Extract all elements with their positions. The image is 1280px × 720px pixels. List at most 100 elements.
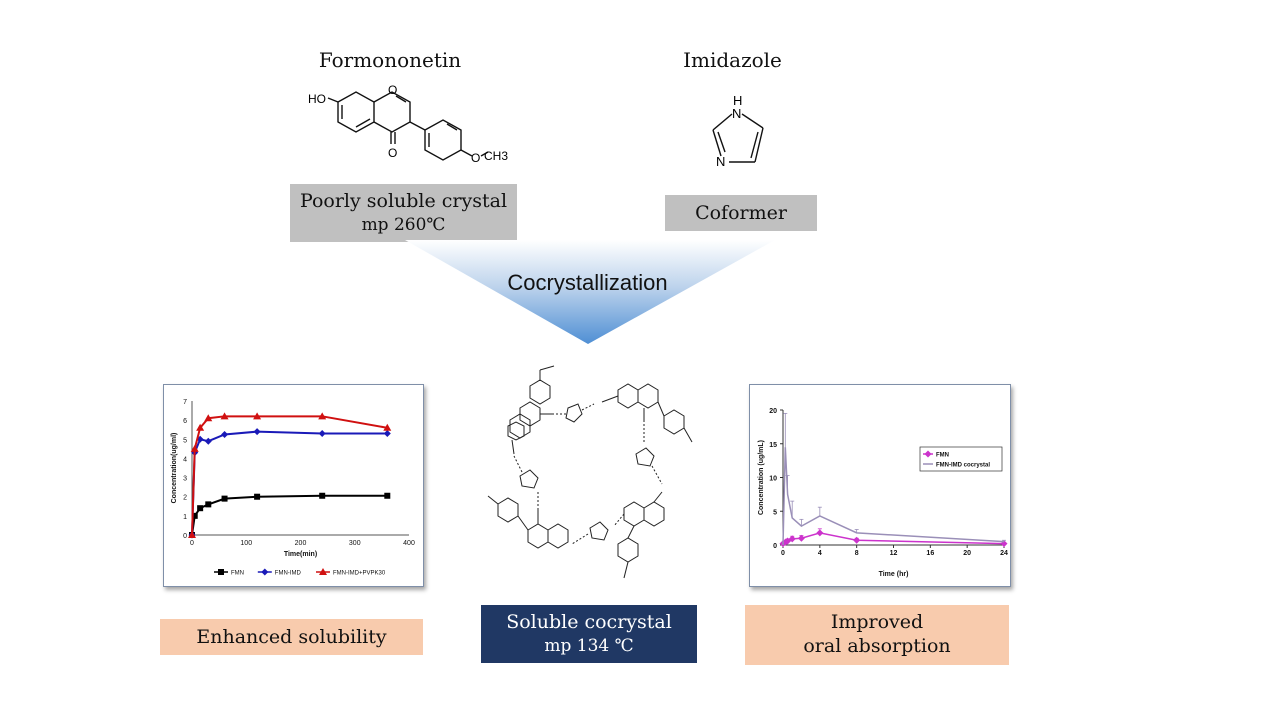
legend-marker — [261, 568, 269, 576]
imidazole-n1-label: N — [732, 106, 741, 121]
data-point — [204, 437, 212, 445]
data-point — [254, 493, 261, 500]
cocrystallization-label: Cocrystallization — [507, 270, 668, 295]
y-tick-label: 0 — [183, 533, 187, 540]
improved-label: Improved — [830, 611, 924, 633]
imidazole-structure: H N N — [712, 93, 764, 169]
data-point — [383, 423, 392, 431]
x-tick-label: 4 — [818, 550, 822, 557]
y-axis-label: Concentration (ug/mL) — [758, 440, 765, 515]
melting-point-134: mp 134 ℃ — [544, 636, 634, 656]
data-point — [784, 537, 792, 545]
data-point — [384, 492, 391, 499]
y-tick-label: 15 — [769, 442, 777, 449]
series-line — [191, 430, 388, 536]
data-point — [319, 492, 326, 499]
coformer-label: Coformer — [695, 202, 787, 224]
imidazole-n3-label: N — [716, 154, 725, 169]
legend-label: FMN-IMD — [275, 571, 302, 577]
legend-label: FMN — [231, 571, 244, 577]
data-point — [221, 431, 229, 438]
x-axis-label: Time(min) — [284, 551, 317, 558]
series-line — [191, 415, 388, 536]
y-tick-label: 3 — [183, 476, 187, 483]
data-point — [788, 535, 796, 543]
oral-absorption-label: oral absorption — [803, 635, 951, 657]
y-tick-label: 7 — [183, 399, 187, 406]
coformer-box: Coformer — [665, 195, 817, 231]
y-tick-label: 6 — [183, 418, 187, 425]
data-point — [196, 435, 204, 443]
x-tick-label: 0 — [781, 550, 785, 557]
x-tick-label: 200 — [295, 540, 307, 547]
ring-oxygen-label: O — [388, 83, 397, 97]
keto-oxygen-label: O — [388, 146, 397, 160]
data-point — [190, 444, 199, 452]
data-point — [205, 501, 212, 508]
methyl-label: CH3 — [484, 149, 508, 163]
formononetin-structure: HO O O O CH3 — [308, 83, 508, 165]
cocrystallization-funnel — [405, 240, 775, 344]
x-tick-label: 20 — [963, 550, 971, 557]
legend-label: FMN — [936, 453, 949, 459]
x-tick-label: 300 — [349, 540, 361, 547]
data-point — [318, 412, 327, 420]
legend-marker — [218, 569, 224, 575]
y-tick-label: 5 — [773, 509, 777, 516]
x-axis-label: Time (hr) — [879, 571, 909, 578]
x-tick-label: 12 — [890, 550, 898, 557]
y-tick-label: 2 — [183, 495, 187, 502]
enhanced-solubility-box: Enhanced solubility — [160, 619, 423, 655]
enhanced-solubility-label: Enhanced solubility — [196, 626, 387, 648]
data-point — [797, 534, 805, 542]
y-tick-label: 10 — [769, 476, 777, 483]
y-tick-label: 4 — [183, 456, 187, 463]
data-point — [253, 412, 262, 420]
y-tick-label: 1 — [183, 514, 187, 521]
legend-marker — [319, 568, 327, 575]
formononetin-title: Formononetin — [318, 48, 462, 72]
legend-box — [919, 446, 1003, 472]
x-tick-label: 0 — [190, 540, 194, 547]
data-point — [853, 536, 861, 544]
y-axis-label: Concentration(ug/ml) — [171, 433, 178, 504]
data-point — [383, 430, 391, 438]
poorly-soluble-box: Poorly soluble crystal mp 260℃ — [290, 184, 517, 242]
x-tick-label: 16 — [926, 550, 934, 557]
ho-label: HO — [308, 92, 326, 106]
data-point — [188, 531, 196, 538]
x-tick-label: 8 — [855, 550, 859, 557]
x-tick-label: 100 — [240, 540, 252, 547]
data-point — [196, 423, 205, 431]
series-line — [191, 494, 388, 536]
cocrystal-structure — [487, 365, 693, 579]
y-tick-label: 20 — [769, 408, 777, 415]
data-point — [221, 495, 228, 502]
imidazole-h-label: H — [733, 93, 742, 108]
soluble-cocrystal-label: Soluble cocrystal — [506, 611, 672, 633]
soluble-cocrystal-box: Soluble cocrystal mp 134 ℃ — [481, 605, 697, 663]
legend-label: FMN-IMD cocrystal — [936, 463, 990, 469]
data-point — [220, 412, 229, 420]
imidazole-title: Imidazole — [683, 48, 782, 72]
methoxy-oxygen-label: O — [471, 151, 480, 165]
x-tick-label: 24 — [1000, 550, 1008, 557]
poorly-soluble-label: Poorly soluble crystal — [299, 190, 508, 212]
x-tick-label: 400 — [403, 540, 415, 547]
data-point — [253, 428, 261, 436]
legend-marker — [924, 450, 932, 458]
legend-label: FMN-IMD+PVPK30 — [333, 571, 386, 577]
data-point — [318, 430, 326, 438]
data-point — [191, 512, 198, 519]
data-point — [197, 505, 204, 512]
melting-point-260: mp 260℃ — [361, 215, 446, 235]
y-tick-label: 0 — [773, 543, 777, 550]
series-line — [782, 447, 1005, 546]
data-point — [816, 529, 824, 537]
y-tick-label: 5 — [183, 437, 187, 444]
improved-absorption-box: Improved oral absorption — [745, 605, 1009, 665]
